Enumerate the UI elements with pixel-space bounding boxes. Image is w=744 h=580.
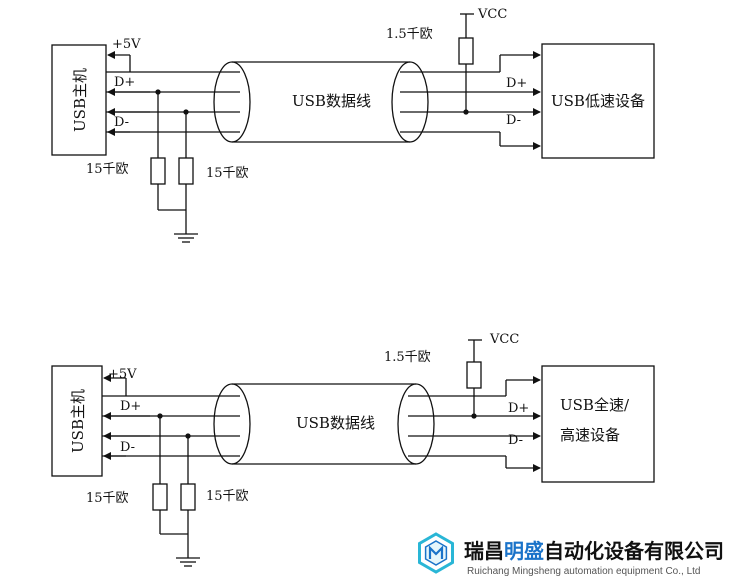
company-logo-icon	[418, 532, 454, 574]
device-label-line2: 高速设备	[560, 426, 620, 444]
device-box	[541, 365, 655, 483]
device-box	[541, 43, 655, 159]
res-left-a-label: 15千欧	[86, 162, 129, 177]
dplus-left-label: D+	[120, 399, 141, 414]
cable-label: USB数据线	[292, 92, 371, 110]
host-label: USB主机	[71, 68, 89, 132]
cable-cylinder	[213, 61, 429, 143]
pullup-resistor	[458, 37, 474, 65]
device-label: USB低速设备	[551, 92, 645, 110]
company-name-suffix: 自动化设备有限公司	[544, 539, 724, 563]
pullup-resistor	[466, 361, 482, 389]
cable-wires	[102, 395, 440, 457]
host-box	[51, 365, 103, 477]
cable-wires	[106, 71, 436, 133]
cable-label: USB数据线	[296, 414, 375, 432]
dminus-right-label: D-	[506, 113, 521, 128]
ground-icon	[174, 233, 198, 243]
dplus-right-label: D+	[508, 401, 529, 416]
ground-icon	[176, 557, 200, 567]
plus5v-label: +5V	[112, 37, 141, 52]
pulldown-resistor-dminus	[180, 483, 196, 511]
company-watermark: 瑞昌明盛自动化设备有限公司 Ruichang Mingsheng automat…	[418, 532, 724, 577]
diagram-full-high-speed	[51, 339, 655, 567]
dminus-left-label: D-	[114, 115, 129, 130]
pulldown-resistor-dplus	[150, 157, 166, 185]
res-right-label: 1.5千欧	[384, 350, 431, 365]
dminus-right-label: D-	[508, 433, 523, 448]
pulldown-resistor-dplus	[152, 483, 168, 511]
dminus-left-label: D-	[120, 440, 135, 455]
res-right-label: 1.5千欧	[386, 27, 433, 42]
svg-text:瑞昌明盛自动化设备有限公司: 瑞昌明盛自动化设备有限公司	[464, 539, 724, 563]
dplus-right-label: D+	[506, 76, 527, 91]
plus5v-label: +5V	[108, 367, 137, 382]
res-left-b-label: 15千欧	[206, 489, 249, 504]
company-name-brand: 明盛	[504, 539, 544, 563]
device-label-line1: USB全速/	[560, 396, 630, 414]
res-left-b-label: 15千欧	[206, 166, 249, 181]
company-name-prefix: 瑞昌	[464, 539, 504, 563]
vcc-label: VCC	[489, 332, 519, 347]
cable-cylinder	[213, 383, 435, 465]
host-box	[51, 44, 107, 156]
pulldown-resistor-dminus	[178, 157, 194, 185]
diagram-low-speed	[51, 13, 655, 243]
res-left-a-label: 15千欧	[86, 491, 129, 506]
company-name-en: Ruichang Mingsheng automation equipment …	[467, 566, 700, 577]
host-label: USB主机	[69, 389, 87, 453]
vcc-label: VCC	[477, 7, 507, 22]
dplus-left-label: D+	[114, 75, 135, 90]
